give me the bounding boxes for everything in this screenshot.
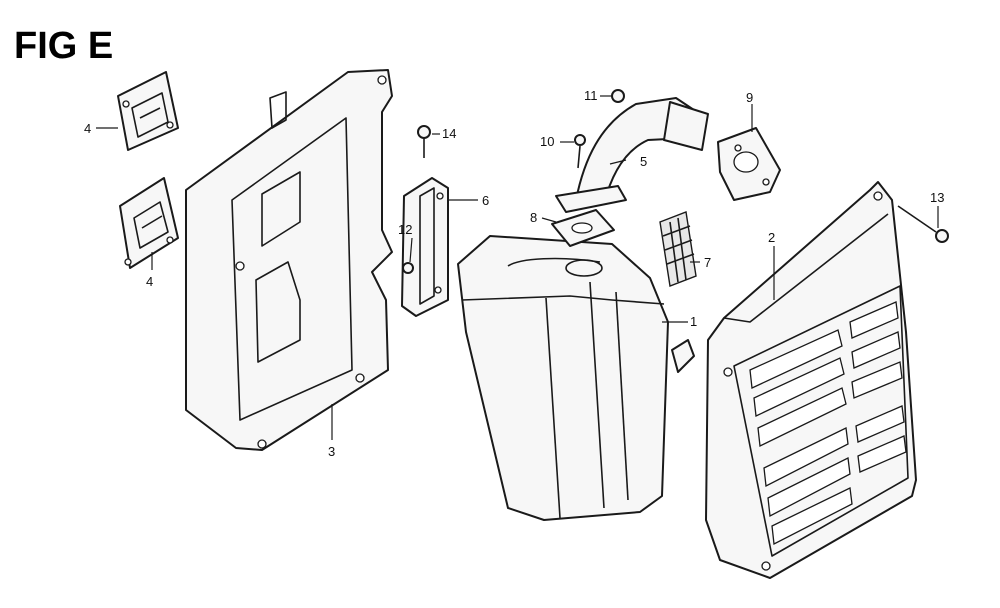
callout-6: 6 <box>482 193 489 208</box>
part-2-protector <box>705 181 917 579</box>
callout-4-lower: 4 <box>146 274 153 289</box>
part-3-shroud <box>185 69 393 451</box>
figure-title: FIG E <box>14 25 113 67</box>
callout-13: 13 <box>930 190 944 205</box>
callout-3: 3 <box>328 444 335 459</box>
callout-2: 2 <box>768 230 775 245</box>
callout-5: 5 <box>640 154 647 169</box>
callout-7: 7 <box>704 255 711 270</box>
part-6-bracket <box>401 177 449 317</box>
callout-11: 11 <box>584 88 598 103</box>
part-11-nut <box>611 89 625 103</box>
leader-lines <box>96 95 939 440</box>
part-13-bolt <box>897 205 949 243</box>
part-1-muffler <box>457 235 695 521</box>
part-8-gasket <box>551 209 615 247</box>
part-4-upper-plate <box>117 71 179 151</box>
part-5-exhaust-pipe <box>555 97 709 213</box>
callout-10: 10 <box>540 134 554 149</box>
part-14-bolt <box>417 125 431 158</box>
part-12-nut <box>402 262 414 274</box>
callout-9: 9 <box>746 90 753 105</box>
callout-14: 14 <box>442 126 456 141</box>
callout-1: 1 <box>690 314 697 329</box>
callout-4-upper: 4 <box>84 121 91 136</box>
part-4-lower-plate <box>119 177 179 269</box>
part-10-bolt <box>574 134 586 169</box>
callout-12: 12 <box>398 222 412 237</box>
callouts: 1 2 3 4 4 5 6 7 8 9 10 11 12 13 14 <box>84 88 944 459</box>
part-9-flange-gasket <box>717 127 781 201</box>
part-7-screen <box>659 211 697 287</box>
callout-8: 8 <box>530 210 537 225</box>
